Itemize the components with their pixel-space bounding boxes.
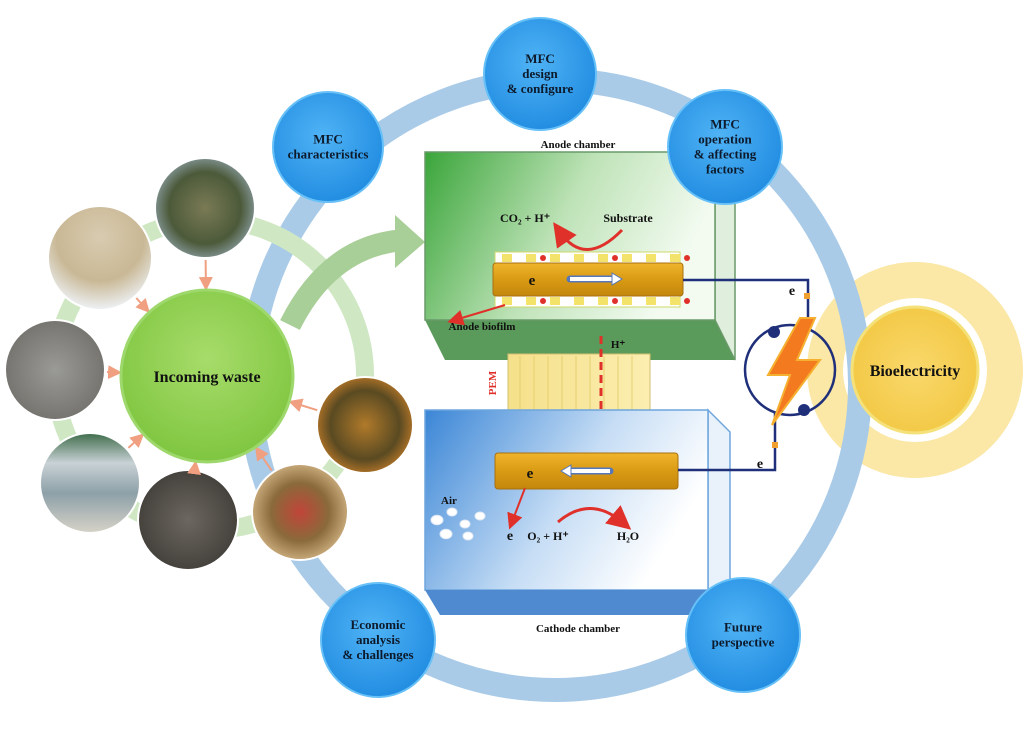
biofilm-microbe — [612, 255, 618, 261]
biofilm-cell — [550, 254, 560, 262]
anode-biofilm-label: Anode biofilm — [449, 321, 516, 333]
waste-image-agricultural-waste — [316, 376, 414, 474]
cycle-node-line: & challenges — [342, 647, 413, 662]
pem-label: PEM — [487, 370, 499, 395]
cathode-e-out: e — [507, 529, 513, 544]
wire-electron-bottom: e — [757, 457, 763, 472]
anode-reaction-right: Substrate — [603, 211, 653, 225]
cycle-node-line: operation — [698, 132, 752, 147]
cycle-node-line: Future — [724, 620, 762, 635]
waste-image-wastewater-treatment-plant — [154, 157, 256, 259]
bioelectricity-node: Bioelectricity — [850, 305, 980, 435]
air-label: Air — [441, 495, 457, 507]
anode-chamber: Anode chamber CO₂ + H⁺ Substrate e Anode… — [424, 139, 736, 361]
biofilm-cell — [622, 254, 632, 262]
biofilm-cell — [550, 297, 560, 305]
waste-image-polluted-river — [39, 432, 141, 534]
air-bubble — [459, 519, 471, 529]
biofilm-cell — [598, 297, 608, 305]
cathode-reaction-left: O₂ + H⁺ — [527, 529, 568, 543]
cycle-node-line: characteristics — [288, 147, 369, 162]
biofilm-cell — [574, 254, 584, 262]
biofilm-cell — [526, 297, 536, 305]
anode-reaction-left: CO₂ + H⁺ — [500, 211, 550, 225]
cathode-electron: e — [527, 466, 534, 482]
cycle-node-line: & affecting — [694, 147, 757, 162]
cycle-node-line: MFC — [313, 132, 343, 147]
cycle-node-line: perspective — [712, 635, 775, 650]
biofilm-microbe — [684, 298, 690, 304]
biofilm-cell — [526, 254, 536, 262]
flow-arrow — [280, 215, 425, 331]
waste-image-solid-waste-soil — [137, 469, 239, 571]
incoming-waste-node: Incoming waste — [119, 288, 295, 464]
waste-arrow — [135, 297, 150, 314]
waste-arrow — [288, 398, 318, 413]
biofilm-microbe — [540, 255, 546, 261]
anode-electron: e — [529, 273, 536, 289]
proton-label: H⁺ — [611, 339, 626, 351]
cycle-node-line: Economic — [351, 617, 406, 632]
biofilm-microbe — [612, 298, 618, 304]
air-bubble — [462, 531, 474, 541]
waste-image-sewage-sludge — [4, 319, 106, 421]
cycle-node-line: factors — [706, 162, 744, 177]
biofilm-cell — [670, 297, 680, 305]
waste-arrow — [127, 433, 145, 449]
incoming-waste-label: Incoming waste — [153, 369, 260, 386]
biofilm-cell — [574, 297, 584, 305]
cycle-node-line: MFC — [710, 117, 740, 132]
air-bubble — [474, 511, 486, 521]
external-circuit: e e — [678, 278, 837, 472]
cathode-chamber: Cathode chamber e e Air O₂ + H⁺ H₂O — [424, 408, 731, 635]
biofilm-cell — [598, 254, 608, 262]
wire-electron-top: e — [789, 284, 795, 299]
air-bubble — [439, 528, 453, 540]
cycle-node-line: & configure — [507, 81, 574, 96]
biofilm-cell — [646, 297, 656, 305]
biofilm-cell — [646, 254, 656, 262]
waste-image-sludge-foam — [47, 205, 153, 311]
anode-chamber-label: Anode chamber — [541, 139, 616, 151]
cathode-reaction-right: H₂O — [617, 529, 639, 543]
biofilm-microbe — [684, 255, 690, 261]
air-bubble — [430, 514, 444, 526]
waste-arrow — [254, 446, 273, 472]
biofilm-cell — [622, 297, 632, 305]
biofilm-microbe — [540, 298, 546, 304]
cycle-node-line: analysis — [356, 632, 400, 647]
cycle-node-line: MFC — [525, 51, 555, 66]
lightning-icon — [766, 317, 822, 426]
bioelectricity-label: Bioelectricity — [870, 363, 961, 380]
biofilm-cell — [502, 254, 512, 262]
cycle-node-line: design — [522, 66, 558, 81]
air-bubble — [446, 507, 458, 517]
cathode-chamber-label: Cathode chamber — [536, 623, 620, 635]
proton-exchange-membrane: PEM H⁺ — [487, 336, 651, 444]
biofilm-cell — [502, 297, 512, 305]
biofilm-cell — [670, 254, 680, 262]
plug-icon — [768, 326, 810, 416]
waste-image-food-waste — [251, 463, 349, 561]
